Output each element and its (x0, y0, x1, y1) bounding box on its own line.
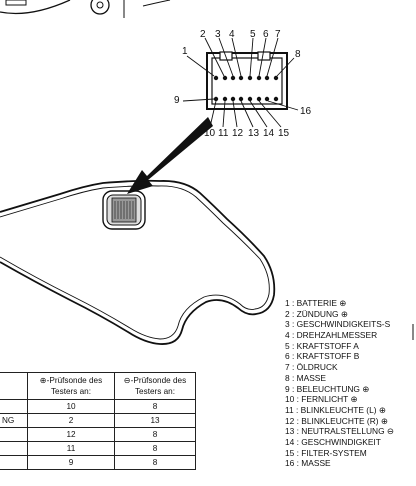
table-header-row: ⊕-Prüfsonde des Testers an: ⊖-Prüfsonde … (0, 372, 196, 400)
top-small-box (5, 0, 27, 6)
table-header-cell: ⊖-Prüfsonde des Testers an: (114, 372, 196, 400)
pin-label-4: 4 (229, 29, 235, 40)
legend-item: 6 : KRAFTSTOFF B (285, 351, 360, 362)
pin-label-6: 6 (263, 29, 269, 40)
legend-item: 11 : BLINKLEUCHTE (L) ⊕ (285, 404, 386, 415)
legend-item: 2 : ZÜNDUNG ⊕ (285, 308, 348, 319)
legend-item: 9 : BELEUCHTUNG ⊕ (285, 383, 370, 394)
test-table: ⊕-Prüfsonde des Testers an: ⊖-Prüfsonde … (0, 372, 196, 470)
pin-label-5: 5 (250, 29, 256, 40)
legend-item: 13 : NEUTRALSTELLUNG ⊖ (285, 426, 394, 437)
legend-item: 16 : MASSE (285, 458, 331, 469)
legend-item: 3 : GESCHWINDIGKEITS-S (285, 319, 391, 330)
table-header-cell: ⊕-Prüfsonde des Testers an: (27, 372, 115, 400)
pin-label-8: 8 (295, 49, 301, 60)
pin-legend: 1 : BATTERIE ⊕ 2 : ZÜNDUNG ⊕ 3 : GESCHWI… (285, 298, 394, 469)
table-row: NG 2 13 (0, 413, 196, 428)
meter-housing (0, 179, 276, 345)
pin-label-11: 11 (218, 128, 229, 139)
pin-label-16: 16 (300, 106, 312, 117)
table-row: 11 8 (0, 441, 196, 456)
legend-item: 15 : FILTER-SYSTEM (285, 447, 367, 458)
pin-label-1: 1 (182, 46, 188, 57)
pin-label-15: 15 (278, 128, 290, 139)
legend-item: 5 : KRAFTSTOFF A (285, 340, 359, 351)
pin-label-2: 2 (200, 29, 206, 40)
table-row: 9 8 (0, 455, 196, 470)
legend-item: 14 : GESCHWINDIGKEIT (285, 436, 381, 447)
legend-item: 8 : MASSE (285, 372, 326, 383)
legend-item: 4 : DREHZAHLMESSER (285, 330, 378, 341)
pin-label-9: 9 (174, 95, 180, 106)
table-row: 10 8 (0, 399, 196, 414)
legend-item: 10 : FERNLICHT ⊕ (285, 394, 358, 405)
table-header-cell (0, 372, 28, 400)
pin-label-10: 10 (204, 128, 216, 139)
connector-detail (182, 37, 299, 128)
pin-label-14: 14 (263, 128, 275, 139)
pin-label-13: 13 (248, 128, 260, 139)
pin-label-3: 3 (215, 29, 221, 40)
meter-top-edge (0, 0, 71, 15)
table-row: 12 8 (0, 427, 196, 442)
top-knob (90, 0, 110, 15)
legend-item: 1 : BATTERIE ⊕ (285, 298, 347, 308)
legend-item: 12 : BLINKLEUCHTE (R) ⊕ (285, 415, 388, 426)
pin-label-7: 7 (275, 29, 281, 40)
pin-label-12: 12 (232, 128, 244, 139)
legend-item: 7 : ÖLDRUCK (285, 362, 338, 373)
pointer-arrow (127, 117, 213, 194)
meter-connector (102, 190, 146, 230)
